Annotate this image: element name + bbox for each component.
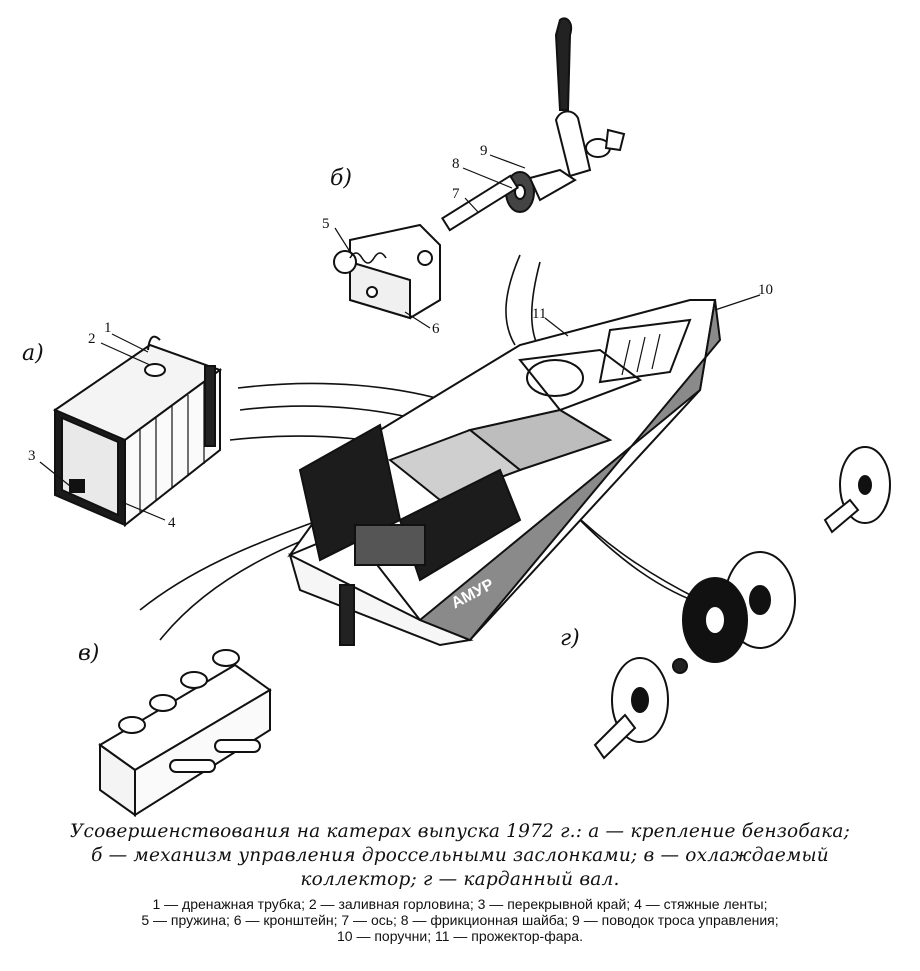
section-label-g: г) <box>560 626 580 651</box>
part-label-4: 4 <box>168 515 176 531</box>
part-label-10: 10 <box>758 282 773 298</box>
part-label-9: 9 <box>480 143 488 159</box>
legend-line-1: 1 — дренажная трубка; 2 — заливная горло… <box>152 896 768 912</box>
section-label-b: б) <box>330 166 352 191</box>
boat-improvements-diagram: АМУР <box>22 17 891 817</box>
part-label-2: 2 <box>88 331 96 347</box>
caption-title: Усовершенствования на катерах выпуска 19… <box>0 820 920 892</box>
part-label-11: 11 <box>532 306 546 322</box>
caption-line-3: коллектор; г — карданный вал. <box>300 869 620 890</box>
part-label-8: 8 <box>452 156 460 172</box>
legend-line-2: 5 — пружина; 6 — кронштейн; 7 — ось; 8 —… <box>141 912 779 928</box>
cardan-shaft <box>593 446 891 760</box>
caption-line-2: б — механизм управления дроссельными зас… <box>91 845 829 866</box>
motorboat: АМУР <box>287 299 722 647</box>
section-label-v: в) <box>78 641 99 666</box>
throttle-mechanism <box>333 17 626 320</box>
section-label-a: а) <box>22 341 44 366</box>
part-label-6: 6 <box>432 321 440 337</box>
leader-lines <box>39 154 761 521</box>
section-labels: а) б) в) г) <box>22 166 580 666</box>
cooled-manifold <box>98 649 272 817</box>
part-label-5: 5 <box>322 216 330 232</box>
fuel-tank <box>52 335 223 528</box>
part-label-7: 7 <box>452 186 460 202</box>
part-label-1: 1 <box>104 320 112 336</box>
part-number-labels: 1 2 3 4 5 6 7 8 9 10 11 <box>28 143 773 531</box>
part-label-3: 3 <box>28 448 36 464</box>
figure-caption: Усовершенствования на катерах выпуска 19… <box>0 820 920 944</box>
caption-legend: 1 — дренажная трубка; 2 — заливная горло… <box>0 896 920 944</box>
legend-line-3: 10 — поручни; 11 — прожектор-фара. <box>337 928 583 944</box>
caption-line-1: Усовершенствования на катерах выпуска 19… <box>69 821 851 842</box>
